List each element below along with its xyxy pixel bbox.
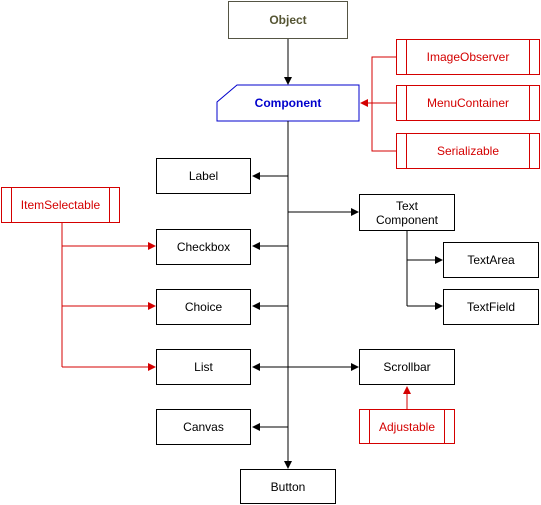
adjustable-label: Adjustable [378,419,436,434]
text-component-class: Text Component [359,194,455,231]
serializable-label: Serializable [436,144,500,158]
choice-class-label: Choice [184,300,223,314]
edge-interfaces-bracket [371,56,396,152]
component-label: Component [254,96,322,110]
text-field-class: TextField [443,289,539,325]
list-class-label: List [194,360,213,374]
image-observer-label: ImageObserver [426,50,510,64]
adjustable-interface: Adjustable [359,409,455,444]
text-area-class: TextArea [443,242,539,278]
canvas-class-label: Canvas [183,420,224,434]
serializable-interface: Serializable [396,133,540,169]
button-class-label: Button [270,479,306,494]
list-class: List [156,349,251,385]
canvas-class: Canvas [156,409,251,445]
item-selectable-label: ItemSelectable [20,198,101,212]
button-class: Button [240,469,336,504]
object-label: Object [269,13,307,27]
label-class-label: Label [188,169,219,183]
checkbox-class: Checkbox [156,229,251,265]
object-node: Object [228,1,348,39]
menu-container-interface: MenuContainer [396,85,540,121]
choice-class: Choice [156,289,251,325]
menu-container-label: MenuContainer [426,96,510,110]
text-area-class-label: TextArea [467,253,515,267]
checkbox-class-label: Checkbox [176,240,231,254]
text-component-class-label: Text Component [375,198,439,227]
component-node: Component [217,85,359,121]
label-class: Label [156,158,251,194]
scrollbar-class: Scrollbar [359,349,455,385]
text-field-class-label: TextField [466,300,516,314]
scrollbar-class-label: Scrollbar [383,360,431,374]
item-selectable-interface: ItemSelectable [1,187,120,223]
image-observer-interface: ImageObserver [396,39,540,75]
